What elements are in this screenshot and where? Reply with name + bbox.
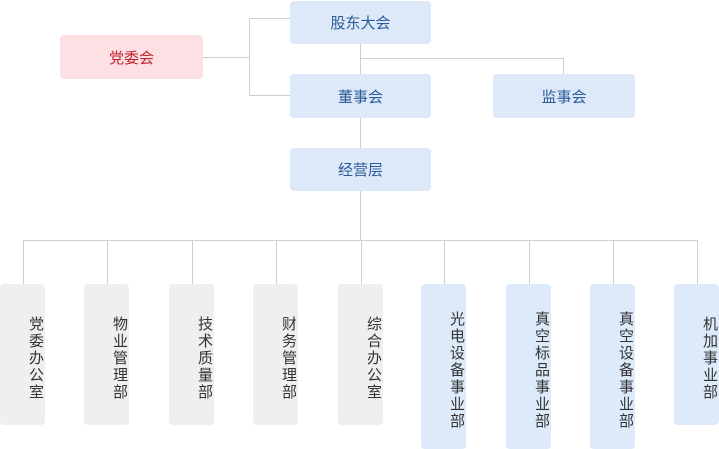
supervisory-board-node[interactable]: 监事会 bbox=[493, 74, 635, 118]
department-label: 真空标品事业部 bbox=[533, 311, 551, 430]
board-of-directors-node[interactable]: 董事会 bbox=[290, 74, 431, 118]
connector-line bbox=[563, 58, 564, 74]
department-connector-line bbox=[107, 240, 108, 284]
board-of-directors-label: 董事会 bbox=[337, 87, 383, 106]
department-connector-line bbox=[613, 240, 614, 284]
department-connector-line bbox=[23, 240, 24, 284]
department-label: 物业管理部 bbox=[111, 316, 129, 401]
department-node[interactable]: 财务管理部 bbox=[253, 284, 298, 425]
supervisory-board-label: 监事会 bbox=[541, 87, 587, 106]
department-connector-line bbox=[444, 240, 445, 284]
connector-line bbox=[203, 57, 249, 58]
department-node[interactable]: 机加事业部 bbox=[674, 284, 719, 425]
connector-line bbox=[249, 18, 290, 19]
department-label: 综合办公室 bbox=[365, 316, 383, 401]
department-label: 机加事业部 bbox=[701, 316, 719, 401]
department-node[interactable]: 党委办公室 bbox=[0, 284, 45, 425]
department-label: 技术质量部 bbox=[196, 316, 214, 401]
department-node[interactable]: 光电设备事业部 bbox=[421, 284, 466, 449]
department-node[interactable]: 真空标品事业部 bbox=[506, 284, 551, 449]
connector-line bbox=[249, 95, 290, 96]
department-label: 财务管理部 bbox=[280, 316, 298, 401]
department-label: 党委办公室 bbox=[27, 316, 45, 401]
department-label: 光电设备事业部 bbox=[448, 311, 466, 430]
connector-line bbox=[360, 58, 563, 59]
connector-line bbox=[360, 191, 361, 240]
department-connector-line bbox=[276, 240, 277, 284]
management-node[interactable]: 经营层 bbox=[290, 148, 431, 191]
management-label: 经营层 bbox=[337, 161, 383, 179]
department-connector-line bbox=[361, 240, 362, 284]
connector-line bbox=[23, 240, 698, 241]
shareholders-meeting-label: 股东大会 bbox=[330, 14, 391, 32]
party-committee-label: 党委会 bbox=[108, 48, 154, 67]
department-node[interactable]: 物业管理部 bbox=[84, 284, 129, 425]
department-node[interactable]: 综合办公室 bbox=[338, 284, 383, 425]
connector-line bbox=[249, 18, 250, 96]
department-node[interactable]: 真空设备事业部 bbox=[590, 284, 635, 449]
department-connector-line bbox=[697, 240, 698, 284]
department-connector-line bbox=[529, 240, 530, 284]
department-label: 真空设备事业部 bbox=[617, 311, 635, 430]
connector-line bbox=[360, 118, 361, 148]
party-committee-node[interactable]: 党委会 bbox=[60, 35, 203, 79]
shareholders-meeting-node[interactable]: 股东大会 bbox=[290, 1, 431, 44]
department-node[interactable]: 技术质量部 bbox=[169, 284, 214, 425]
department-connector-line bbox=[192, 240, 193, 284]
